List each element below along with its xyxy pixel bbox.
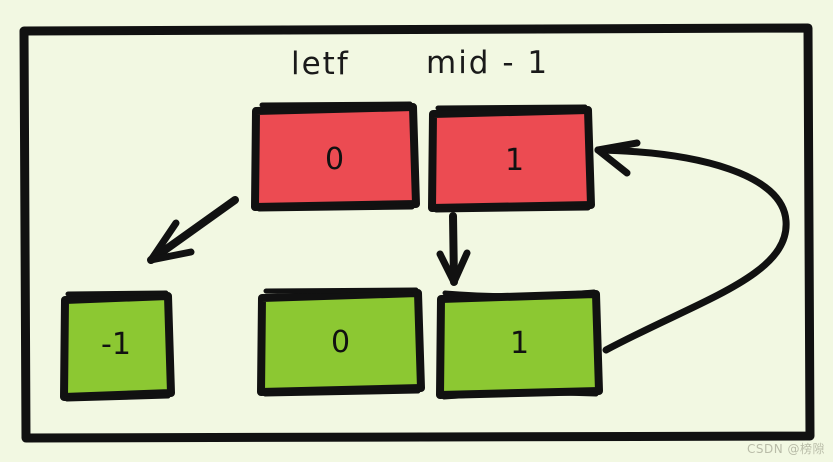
mid-minus-1-label: mid - 1 bbox=[426, 45, 550, 81]
red-cell-0 bbox=[251, 101, 420, 212]
red-cell-1 bbox=[428, 104, 595, 213]
green-cell-minus-1 bbox=[60, 290, 175, 402]
arrow-diagonal-down-left bbox=[147, 196, 239, 264]
letf-label: letf bbox=[291, 46, 350, 82]
green-cell-0 bbox=[257, 287, 425, 397]
arrow-curved-return bbox=[594, 139, 790, 354]
outer-frame bbox=[19, 23, 815, 443]
csdn-watermark: CSDN @榜隙 bbox=[746, 442, 825, 456]
arrow-down bbox=[436, 212, 471, 286]
green-cell-1 bbox=[436, 289, 603, 400]
